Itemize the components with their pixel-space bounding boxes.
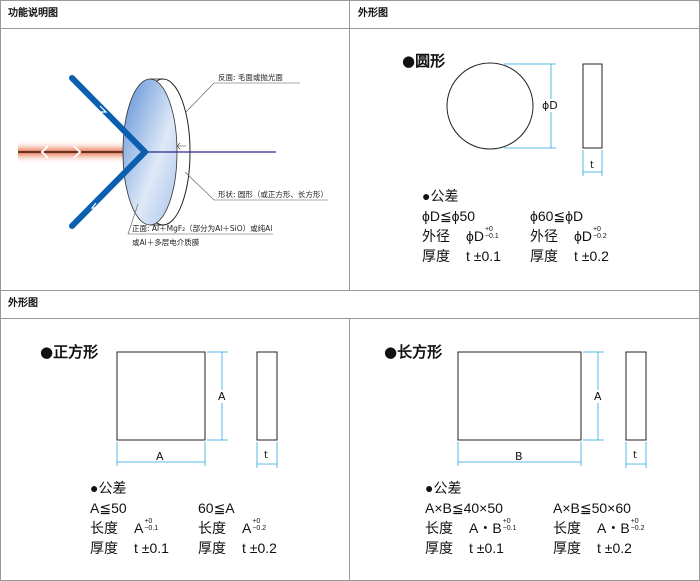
- callout-shape: [184, 171, 328, 201]
- square-title: ●正方形: [40, 343, 99, 361]
- label-shape: 形状: 圆形（或正方形、长方形）: [218, 190, 328, 199]
- label: 长度: [553, 520, 581, 536]
- divider: [349, 0, 350, 290]
- cond: A×B≦50×60: [553, 500, 631, 516]
- label: 外径: [530, 228, 558, 244]
- upper: +0: [502, 518, 511, 525]
- lower: −0.1: [502, 525, 517, 532]
- dim-t-label: t: [264, 450, 268, 461]
- value: t ±0.1: [469, 540, 504, 556]
- border-top: [0, 0, 700, 1]
- label: 厚度: [90, 540, 118, 556]
- cond: 60≦A: [198, 500, 235, 516]
- label: 长度: [198, 520, 226, 536]
- incident-beam: [69, 75, 150, 229]
- lower: −0.1: [144, 525, 159, 532]
- label-back: 反面: 毛面或抛光面: [218, 73, 283, 82]
- label: 长度: [90, 520, 118, 536]
- rect-side: [625, 351, 647, 441]
- value: A: [242, 520, 252, 536]
- laser-arrows: [40, 145, 82, 159]
- label-front-1: 正面: Al＋MgF₂（部分为Al＋SiO）或纯Al: [132, 224, 273, 233]
- lower: −0.1: [484, 233, 499, 240]
- value: A・B: [597, 520, 630, 536]
- upper: +0: [592, 226, 601, 233]
- dim-a-bottom-label: A: [156, 450, 164, 463]
- value: A・B: [469, 520, 502, 536]
- value: A: [134, 520, 144, 536]
- dim-d-label: ϕD: [542, 99, 558, 112]
- divider: [0, 318, 700, 319]
- lower: −0.2: [252, 525, 267, 532]
- square-side: [256, 351, 278, 441]
- header-outline: 外形图: [358, 8, 388, 19]
- callout-back: [185, 82, 300, 113]
- value: t ±0.2: [242, 540, 277, 556]
- upper: +0: [252, 518, 261, 525]
- value: t ±0.2: [574, 248, 609, 264]
- label: 长度: [425, 520, 453, 536]
- dim-t-label: t: [633, 450, 637, 461]
- label: 厚度: [530, 248, 558, 264]
- dim-b-label: B: [515, 450, 523, 463]
- tol-title: ●公差: [422, 188, 459, 204]
- cond: ϕ60≦ϕD: [530, 208, 584, 224]
- upper: +0: [144, 518, 153, 525]
- cond: A×B≦40×50: [425, 500, 503, 516]
- rect-shape: [457, 351, 582, 441]
- callout-front: [127, 203, 273, 235]
- dim-a-label: A: [218, 390, 226, 403]
- value: t ±0.1: [134, 540, 169, 556]
- round-title: ●圆形: [402, 52, 446, 70]
- label: 厚度: [422, 248, 450, 264]
- round-side: [582, 63, 603, 149]
- upper: +0: [484, 226, 493, 233]
- label: 厚度: [553, 540, 581, 556]
- dim-a-label: A: [594, 390, 602, 403]
- lower: −0.2: [592, 233, 607, 240]
- round-shape: [446, 62, 534, 150]
- value: ϕD: [574, 228, 592, 244]
- header-function: 功能说明图: [8, 8, 58, 19]
- cond: A≦50: [90, 500, 127, 516]
- label: 厚度: [425, 540, 453, 556]
- divider: [0, 28, 700, 29]
- divider: [349, 318, 350, 581]
- tol-title: ●公差: [425, 480, 462, 496]
- value: ϕD: [466, 228, 484, 244]
- square-shape: [116, 351, 206, 441]
- label-front-2: 或Al＋多层电介质膜: [132, 238, 200, 247]
- tol-title: ●公差: [90, 480, 127, 496]
- upper: +0: [630, 518, 639, 525]
- label: 外径: [422, 228, 450, 244]
- dim-t-label: t: [590, 160, 594, 171]
- value: t ±0.1: [466, 248, 501, 264]
- cond: ϕD≦ϕ50: [422, 208, 476, 224]
- lower: −0.2: [630, 525, 645, 532]
- value: t ±0.2: [597, 540, 632, 556]
- rect-title: ●长方形: [384, 343, 443, 361]
- header-outline-bottom: 外形图: [8, 298, 38, 309]
- divider: [0, 290, 700, 291]
- label: 厚度: [198, 540, 226, 556]
